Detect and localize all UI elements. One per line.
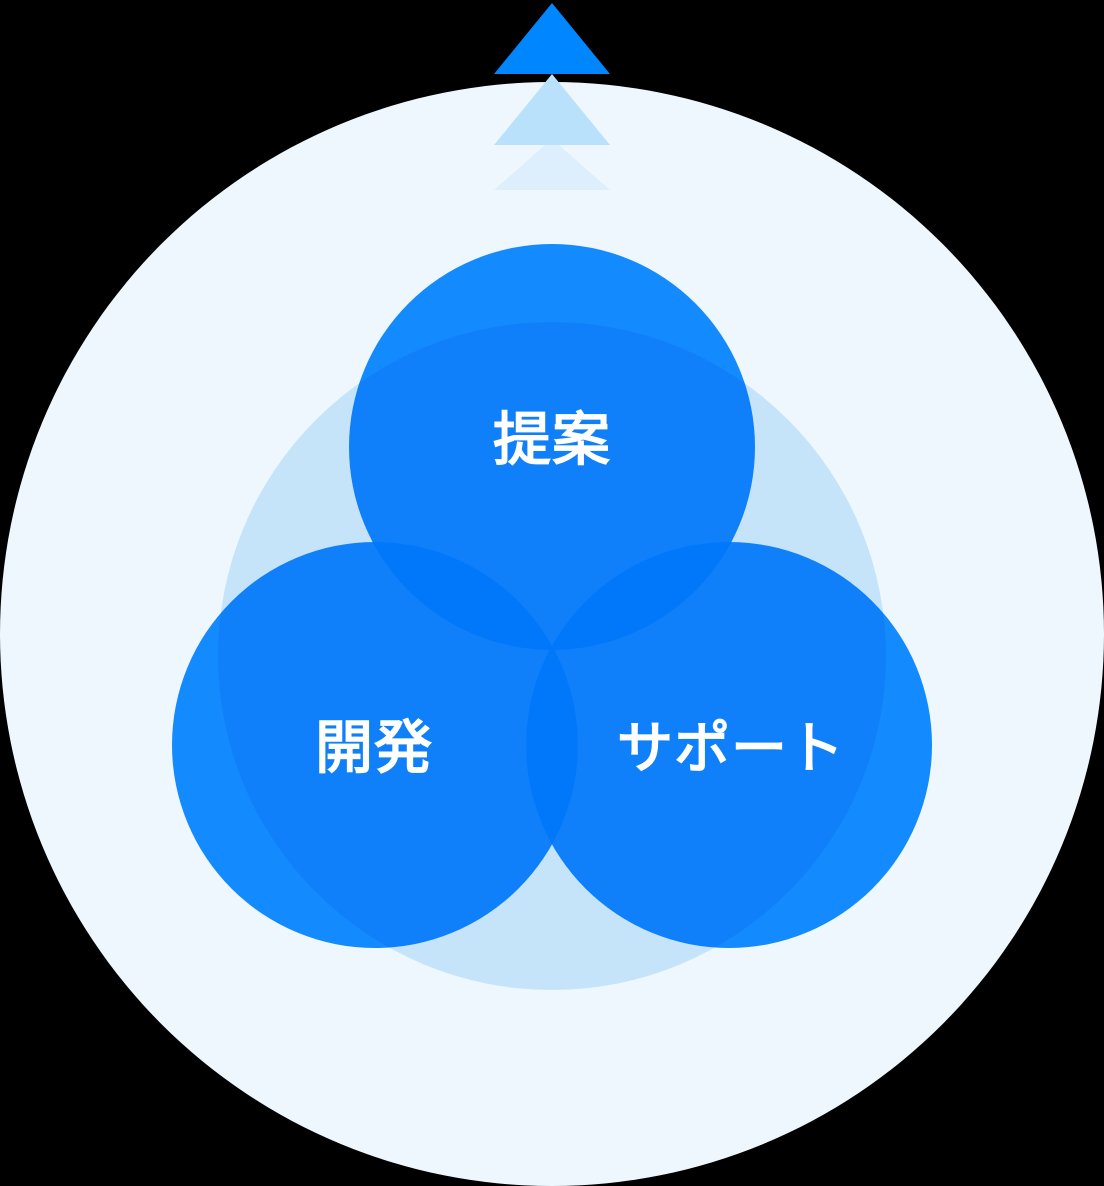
venn-circle-support[interactable] — [526, 542, 932, 948]
circle-label-development: 開発 — [315, 716, 433, 781]
triangle-bottom-icon — [494, 139, 610, 190]
triangle-middle-icon — [494, 74, 610, 145]
venn-circle-development[interactable] — [172, 542, 578, 948]
venn-circle-group — [172, 244, 932, 948]
triangle-top-icon — [494, 3, 610, 74]
venn-circle-proposal[interactable] — [349, 244, 755, 650]
circle-label-proposal: 提案 — [493, 408, 611, 473]
circle-label-support: サポート — [617, 717, 845, 780]
